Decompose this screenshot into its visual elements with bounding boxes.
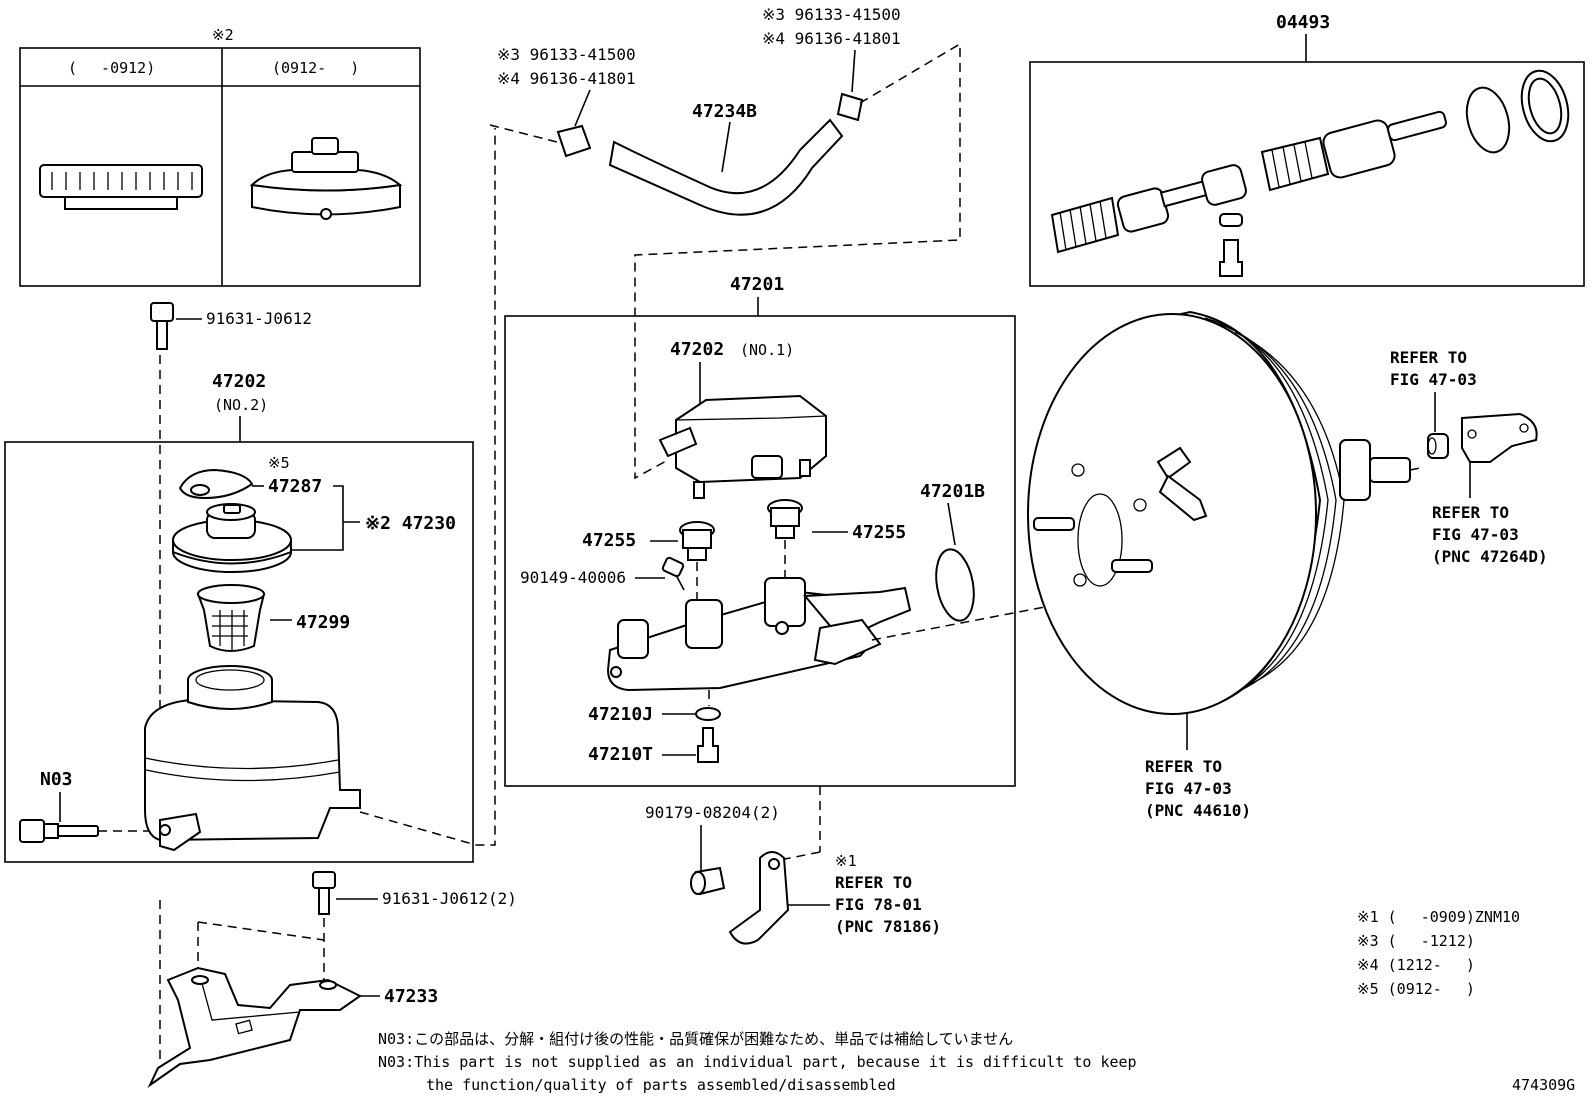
bracket-label: 47233 (384, 986, 438, 1007)
booster-top-refer: REFER TO (1390, 348, 1467, 367)
old-cap-icon (39, 164, 203, 210)
hose-label: 47234B (692, 101, 757, 122)
n03-sensor-icon (19, 819, 99, 843)
bracket-bolt-icon (312, 871, 336, 915)
clamp-left-ref4: ※4 96136-41801 (497, 69, 636, 88)
nut-clip-group: 90179-08204(2) ※1 REFER TO FIG 78-01 (PN… (645, 786, 941, 945)
legend-item: ※1 ( -0909)ZNM10 (1357, 908, 1520, 926)
grommet-right-label: 47255 (852, 522, 906, 543)
new-cap-icon (249, 137, 403, 220)
nut-icon (690, 866, 726, 896)
grommet-right-icon (767, 499, 803, 539)
nut-clip-refer: REFER TO (835, 873, 912, 892)
brake-booster-icon (1027, 310, 1421, 715)
reservoir-tank-icon (144, 665, 361, 852)
reservoir-no2-label: 47202 (212, 371, 266, 392)
reservoir-cap-icon (172, 503, 292, 573)
gasket-47201B-icon (935, 548, 975, 622)
bracket-group: 91631-J0612(2) 47233 (147, 871, 517, 1088)
gasket-label: 47201B (920, 481, 985, 502)
bolt-top-label: 91631-J0612 (206, 309, 312, 328)
hose-group: ※3 96133-41500 ※4 96136-41801 ※3 96133-4… (489, 5, 961, 480)
hose-47234B (608, 118, 844, 216)
hose-clamp-right (836, 92, 864, 122)
grommet-left-icon (679, 521, 715, 561)
brake-booster-group: REFER TO FIG 47-03 REFER TO FIG 47-03 (P… (1027, 310, 1548, 820)
reservoir-no1-suffix: (NO.1) (740, 341, 794, 359)
gasket-47287-label: 47287 (268, 476, 322, 497)
strainer-icon (196, 584, 266, 652)
booster-bottom-fig: FIG 47-03 (1145, 779, 1232, 798)
clamp-right-ref4: ※4 96136-41801 (762, 29, 901, 48)
booster-bottom-refer: REFER TO (1145, 757, 1222, 776)
washer-label: 47210J (588, 704, 653, 725)
clamp-right-ref3: ※3 96133-41500 (762, 5, 901, 24)
booster-nut-icon (1427, 433, 1449, 459)
nut-clip-fig: FIG 78-01 (835, 895, 922, 914)
plug-label: 47210T (588, 744, 653, 765)
reservoir-no1-label: 47202 (670, 339, 724, 360)
footnote-en-line1: N03:This part is not supplied as an indi… (378, 1053, 1137, 1071)
cap-assy-label: ※2 47230 (365, 513, 456, 534)
mark5: ※5 (268, 454, 290, 472)
clamp-left-ref3: ※3 96133-41500 (497, 45, 636, 64)
legend: ※1 ( -0909)ZNM10 ※3 ( -1212) ※4 (1212- )… (1357, 908, 1520, 998)
clip-78186-icon (728, 851, 790, 945)
bracket-bolt-label: 91631-J0612(2) (382, 889, 517, 908)
footnote-en-line2: the function/quality of parts assembled/… (426, 1076, 896, 1094)
legend-item: ※3 ( -1212) (1357, 932, 1475, 950)
strainer-label: 47299 (296, 612, 350, 633)
booster-side-pnc: (PNC 47264D) (1432, 547, 1548, 566)
booster-side-fig: FIG 47-03 (1432, 525, 1519, 544)
booster-top-fig: FIG 47-03 (1390, 370, 1477, 389)
master-cylinder-body-icon (606, 577, 912, 692)
bolt-label: 90149-40006 (520, 568, 626, 587)
washer-47210J-icon (695, 707, 721, 721)
legend-item: ※4 (1212- ) (1357, 956, 1475, 974)
nut-clip-mark: ※1 (835, 852, 857, 870)
bolt-90149-icon (661, 556, 685, 591)
reservoir-no2-suffix: (NO.2) (214, 396, 268, 414)
n03-label: N03 (40, 769, 73, 790)
gasket-47287-icon (178, 468, 254, 500)
bracket-47233-icon (147, 966, 362, 1088)
footnote-jp: N03:この部品は、分解・組付け後の性能・品質確保が困難なため、単品では補給して… (378, 1030, 1013, 1048)
master-cylinder-label: 47201 (730, 274, 784, 295)
nut-clip-pnc: (PNC 78186) (835, 917, 941, 936)
footnotes: N03:この部品は、分解・組付け後の性能・品質確保が困難なため、単品では補給して… (378, 1030, 1137, 1094)
plug-47210T-icon (697, 727, 719, 763)
kit-label: 04493 (1276, 12, 1330, 33)
variant-header-mark: ※2 (212, 26, 234, 44)
hose-clamp-left (556, 124, 592, 158)
nut-label: 90179-08204(2) (645, 803, 780, 822)
repair-kit-group: 04493 (1029, 12, 1585, 287)
reservoir-no1-icon (658, 394, 827, 499)
gasket-hole (190, 484, 210, 496)
legend-item: ※5 (0912- ) (1357, 980, 1475, 998)
variant-right-header: (0912- ) (272, 59, 359, 77)
variant-left-header: ( -0912) (68, 59, 155, 77)
booster-studs (1033, 517, 1153, 573)
reservoir-no2-group: 91631-J0612 47202 (NO.2) ※5 47287 ※2 472… (4, 128, 496, 863)
master-cylinder-group: 47201 47202 (NO.1) 47255 47255 (504, 274, 1051, 787)
booster-bottom-pnc: (PNC 44610) (1145, 801, 1251, 820)
figure-id: 474309G (1512, 1076, 1575, 1094)
grommet-left-label: 47255 (582, 530, 636, 551)
booster-clevis-icon (1461, 412, 1538, 463)
bolt-top-icon (150, 302, 174, 350)
variant-comparison-box: ※2 ( -0912) (0912- ) (19, 26, 421, 287)
booster-side-refer: REFER TO (1432, 503, 1509, 522)
piston-springs-icon (1050, 69, 1570, 277)
